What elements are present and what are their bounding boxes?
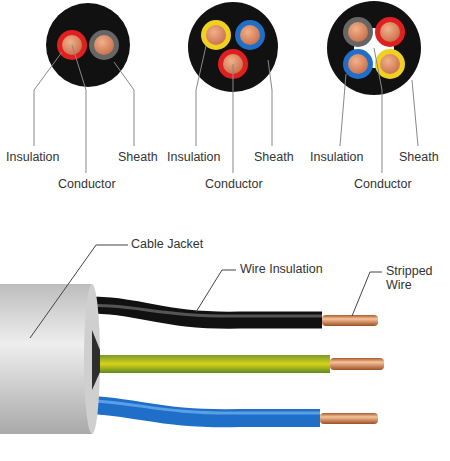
conductor-label: Conductor: [58, 177, 116, 191]
leader-lines: [30, 245, 382, 338]
part-label: Cable Jacket: [131, 237, 203, 251]
insulation-label: Insulation: [167, 150, 221, 164]
conductor-label: Conductor: [205, 177, 263, 191]
leader-lines: [34, 45, 418, 173]
conductor-label: Conductor: [354, 177, 412, 191]
insulation-label: Insulation: [6, 150, 60, 164]
part-label: Stripped Wire: [386, 264, 442, 293]
cable-jacket: [0, 284, 100, 434]
sheath-label: Sheath: [399, 150, 439, 164]
sheath-label: Sheath: [118, 150, 158, 164]
part-label: Wire Insulation: [240, 262, 323, 276]
insulation-label: Insulation: [310, 150, 364, 164]
sheath-label: Sheath: [254, 150, 294, 164]
two-core-section: [46, 3, 130, 87]
